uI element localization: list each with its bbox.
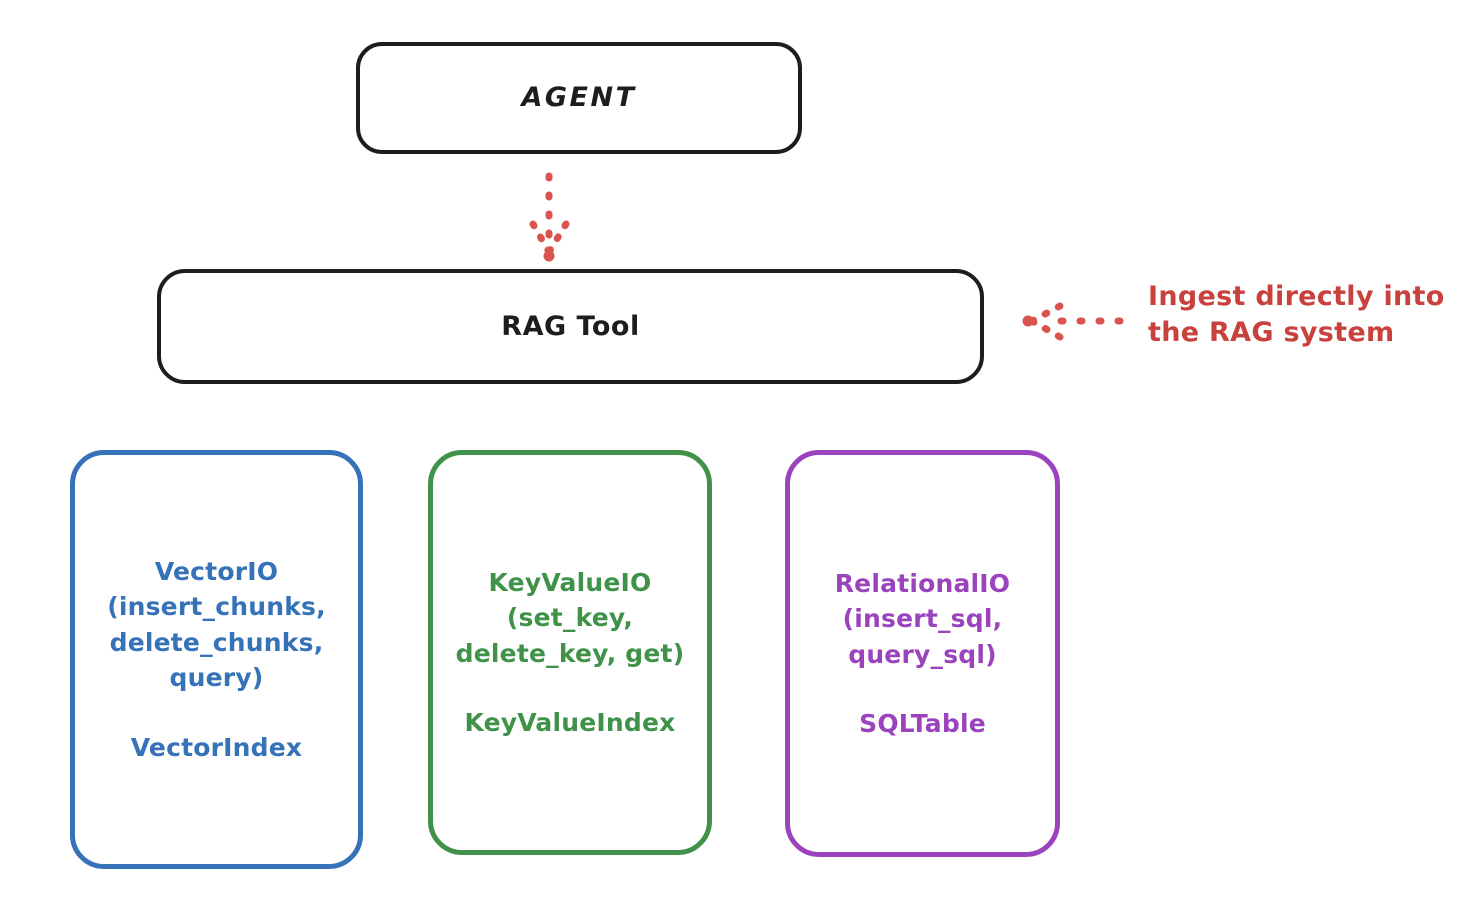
agent-to-rag-connector: [529, 172, 570, 262]
key-value-index-label: KeyValueIndex: [464, 708, 676, 737]
ingest-annotation-text: Ingest directly into the RAG system: [1148, 281, 1445, 348]
rag-tool-node-label: RAG Tool: [501, 310, 640, 342]
vector-io-content: VectorIO (insert_chunks, delete_chunks, …: [75, 554, 358, 766]
relational-io-api-label: RelationalIO (insert_sql, query_sql): [834, 568, 1011, 669]
sql-table-label: SQLTable: [859, 709, 986, 738]
agent-node-label: AGENT: [521, 82, 637, 114]
key-value-io-node[interactable]: KeyValueIO (set_key, delete_key, get) Ke…: [428, 450, 712, 855]
key-value-io-api-label: KeyValueIO (set_key, delete_key, get): [455, 567, 685, 668]
key-value-io-content: KeyValueIO (set_key, delete_key, get) Ke…: [433, 565, 707, 741]
vector-io-node[interactable]: VectorIO (insert_chunks, delete_chunks, …: [70, 450, 363, 869]
relational-io-node[interactable]: RelationalIO (insert_sql, query_sql) SQL…: [785, 450, 1060, 857]
relational-io-content: RelationalIO (insert_sql, query_sql) SQL…: [790, 566, 1055, 742]
ingest-to-rag-connector: [1022, 302, 1124, 341]
vector-io-api-label: VectorIO (insert_chunks, delete_chunks, …: [107, 556, 326, 693]
rag-tool-node[interactable]: RAG Tool: [157, 269, 984, 384]
agent-node[interactable]: AGENT: [356, 42, 802, 154]
vector-index-label: VectorIndex: [130, 732, 303, 762]
